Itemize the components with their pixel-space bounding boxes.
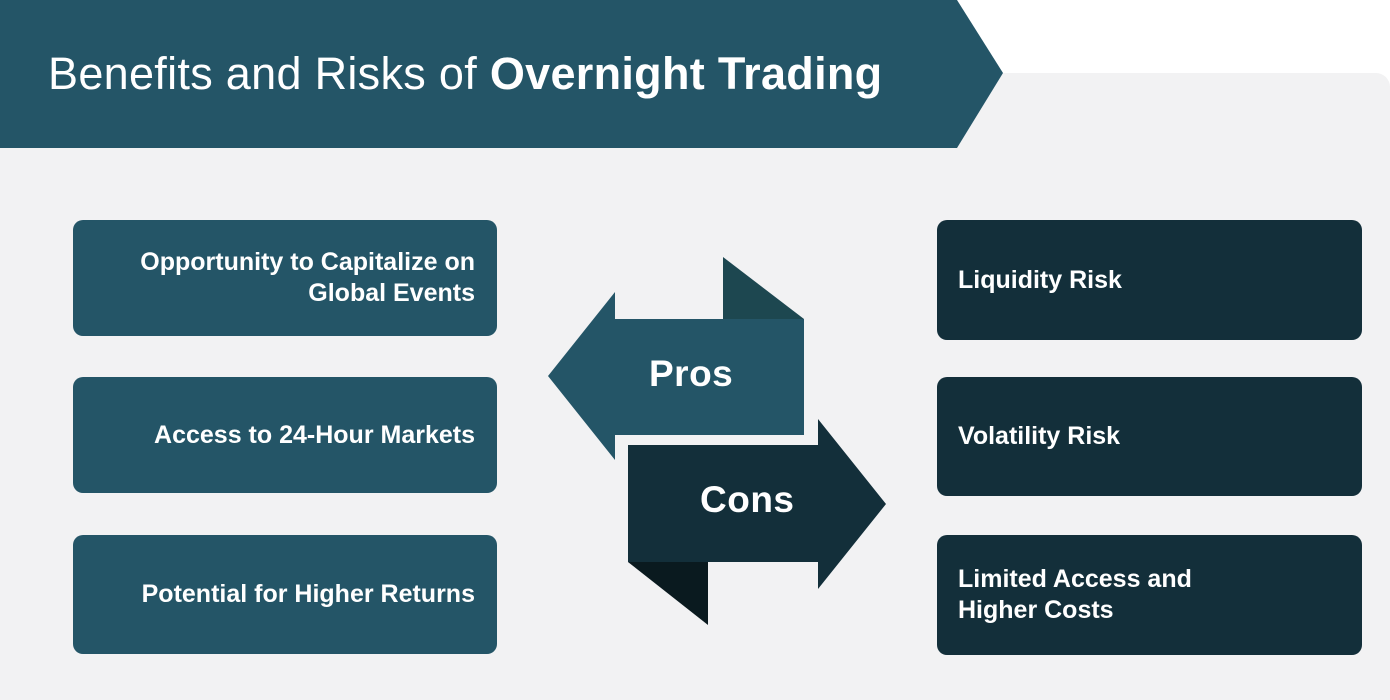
cons-arrow [628,419,886,589]
con-card-text: Limited Access and Higher Costs [958,565,1192,624]
pros-arrow [548,292,804,460]
pros-arrow-fold [723,257,804,319]
pro-card-higher-returns: Potential for Higher Returns [73,535,497,654]
con-card-liquidity-risk: Liquidity Risk [937,220,1362,340]
pro-card-text: Opportunity to Capitalize on Global Even… [140,248,475,307]
con-card-volatility-risk: Volatility Risk [937,377,1362,496]
title-banner [0,0,1004,148]
con-card-limited-access: Limited Access and Higher Costs [937,535,1362,655]
pros-cons-arrows [546,255,888,627]
con-card-text: Liquidity Risk [958,265,1122,294]
pro-card-text: Potential for Higher Returns [141,580,475,608]
title-bold: Overnight Trading [489,48,883,99]
title-prefix: Benefits and Risks of [48,48,490,99]
cons-arrow-fold [628,562,708,625]
pro-card-global-events: Opportunity to Capitalize on Global Even… [73,220,497,336]
page-title: Benefits and Risks of Overnight Trading [48,44,882,104]
pros-label: Pros [649,353,734,394]
pro-card-text: Access to 24-Hour Markets [154,420,475,449]
cons-label: Cons [700,479,795,520]
pro-card-24-hour-markets: Access to 24-Hour Markets [73,377,497,493]
con-card-text: Volatility Risk [958,422,1121,450]
